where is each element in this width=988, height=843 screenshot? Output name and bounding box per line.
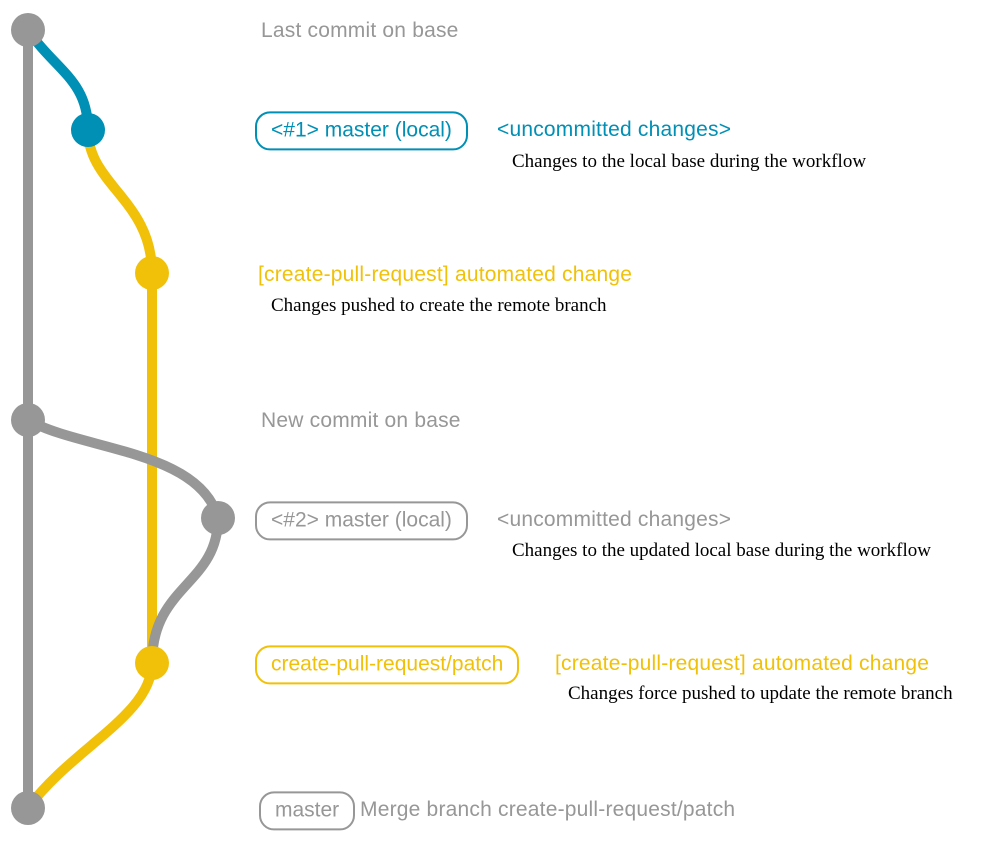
heading-automated-change-2: [create-pull-request] automated change — [555, 652, 930, 675]
commit-automated-change-2 — [135, 646, 169, 680]
commit-new-base — [11, 403, 45, 437]
badge-master-label: master — [259, 791, 356, 831]
note-uncommitted-changes-1: <uncommitted changes> — [497, 118, 732, 141]
badge-create-pull-request-patch: create-pull-request/patch — [255, 645, 520, 685]
commit-last-base — [11, 13, 45, 47]
badge-master-local-2-label: <#2> master (local) — [255, 501, 468, 541]
caption-force-pushed-update-remote: Changes force pushed to update the remot… — [568, 683, 953, 704]
caption-pushed-create-remote: Changes pushed to create the remote bran… — [271, 295, 607, 316]
caption-updated-local-base-changes: Changes to the updated local base during… — [512, 540, 931, 561]
label-last-commit-on-base: Last commit on base — [261, 19, 459, 42]
commit-master-local-1 — [71, 113, 105, 147]
commit-merge — [11, 791, 45, 825]
edge-patch-branch-yellow — [83, 125, 157, 668]
edge-merge-into-base-yellow — [23, 658, 157, 813]
badge-create-pull-request-patch-label: create-pull-request/patch — [255, 645, 520, 685]
note-uncommitted-changes-2: <uncommitted changes> — [497, 508, 732, 531]
label-merge-branch: Merge branch create-pull-request/patch — [360, 798, 736, 821]
badge-master-local-1-label: <#1> master (local) — [255, 111, 468, 151]
label-new-commit-on-base: New commit on base — [261, 409, 461, 432]
edge-updated-local-gray — [23, 415, 223, 523]
caption-local-base-changes: Changes to the local base during the wor… — [512, 151, 867, 172]
edge-local-changes-teal — [23, 25, 93, 135]
badge-master: master — [259, 791, 356, 831]
heading-automated-change-1: [create-pull-request] automated change — [258, 263, 633, 286]
badge-master-local-1: <#1> master (local) — [255, 111, 468, 151]
badge-master-local-2: <#2> master (local) — [255, 501, 468, 541]
commit-automated-change-1 — [135, 256, 169, 290]
commit-master-local-2 — [201, 501, 235, 535]
git-graph — [11, 13, 235, 825]
edge-rebase-to-patch-gray — [147, 513, 223, 668]
